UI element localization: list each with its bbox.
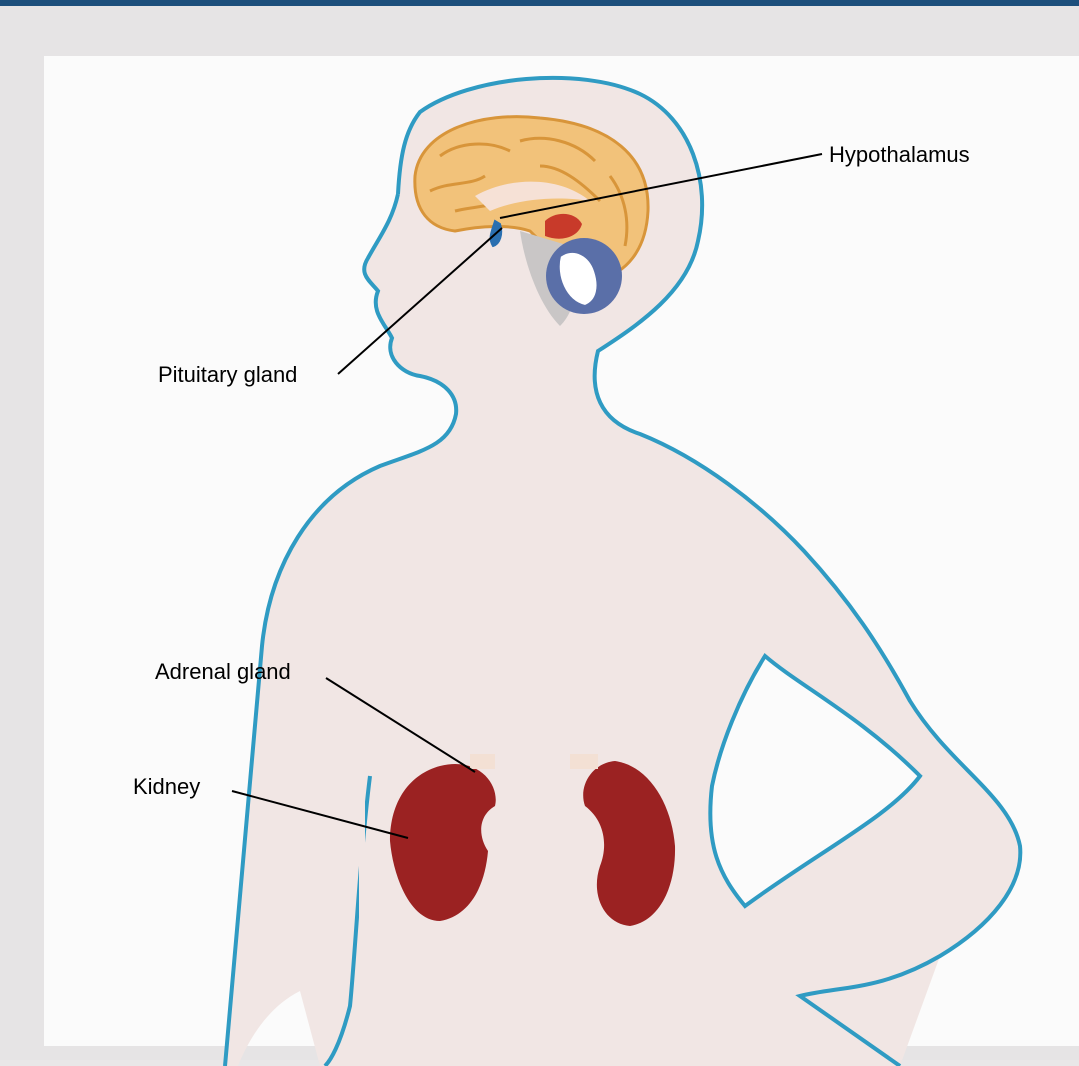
kidney-label: Kidney — [133, 774, 200, 800]
adrenal-label: Adrenal gland — [155, 659, 291, 685]
hypothalamus-label: Hypothalamus — [829, 142, 970, 168]
pituitary-label: Pituitary gland — [158, 362, 297, 388]
cerebellum — [546, 238, 622, 314]
right-adrenal — [570, 754, 598, 769]
left-adrenal — [470, 754, 495, 769]
